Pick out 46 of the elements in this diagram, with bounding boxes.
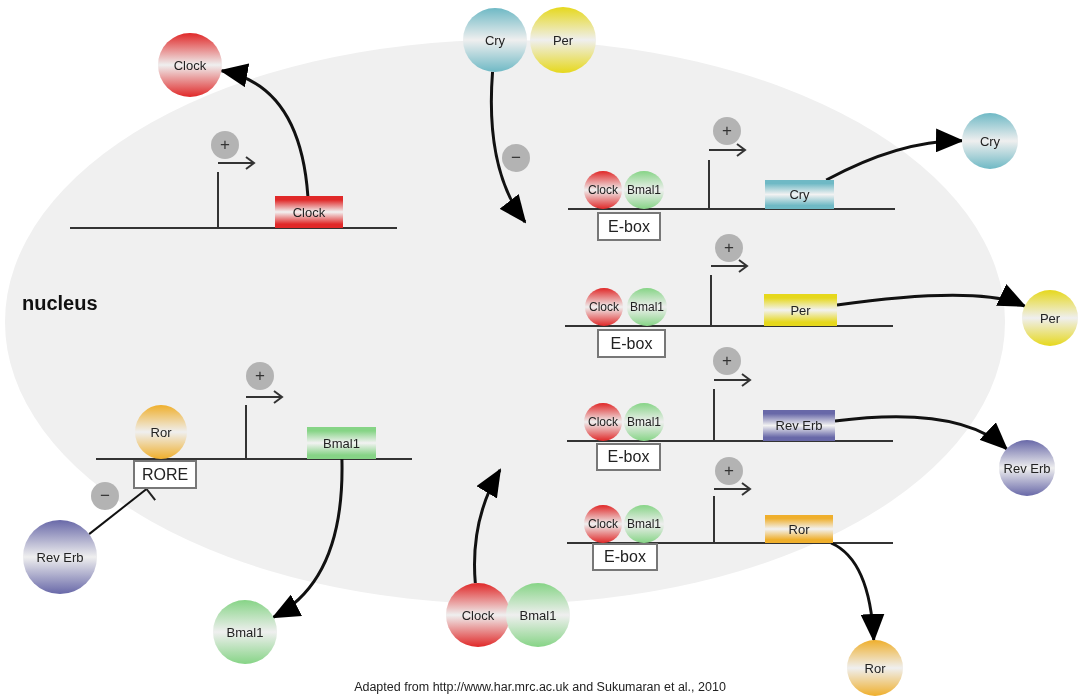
- compartment-label: nucleus: [22, 292, 98, 315]
- regulation-sign-circle: +: [713, 117, 741, 145]
- promoter-element-box: E-box: [592, 543, 658, 571]
- regulation-sign-circle: +: [715, 457, 743, 485]
- protein-circle: Cry: [463, 8, 527, 72]
- arrow: [473, 468, 502, 584]
- protein-circle: Ror: [847, 640, 903, 696]
- regulation-sign-circle: +: [715, 234, 743, 262]
- protein-circle: Bmal1: [627, 288, 667, 326]
- protein-circle: Clock: [584, 171, 622, 209]
- arrow: [825, 129, 964, 182]
- protein-circle: Bmal1: [624, 403, 664, 441]
- protein-circle: Bmal1: [624, 505, 664, 543]
- protein-circle: Cry: [962, 113, 1018, 169]
- arrow: [830, 541, 884, 643]
- gene-box: Clock: [275, 196, 343, 228]
- regulation-sign-circle: +: [246, 362, 274, 390]
- arrow: [489, 71, 527, 224]
- gene-box: Cry: [765, 180, 834, 209]
- regulation-sign-circle: +: [211, 131, 239, 159]
- protein-circle: Ror: [135, 405, 187, 459]
- protein-circle: Clock: [158, 33, 222, 97]
- regulation-sign-circle: −: [502, 144, 530, 172]
- gene-box: Bmal1: [307, 427, 376, 459]
- protein-circle: Bmal1: [506, 583, 570, 647]
- promoter-element-box: E-box: [596, 443, 661, 471]
- protein-circle: Clock: [584, 403, 622, 441]
- protein-circle: Clock: [585, 288, 623, 326]
- arrow: [271, 459, 344, 619]
- protein-circle: Bmal1: [624, 171, 664, 209]
- protein-circle: Rev Erb: [999, 440, 1055, 496]
- protein-circle: Per: [1022, 290, 1078, 346]
- protein-circle: Per: [530, 7, 596, 73]
- promoter-element-box: E-box: [597, 329, 666, 358]
- promoter-element-box: RORE: [133, 460, 197, 489]
- protein-circle: Clock: [584, 505, 622, 543]
- gene-box: Rev Erb: [763, 410, 835, 441]
- arrow: [836, 285, 1027, 308]
- gene-box: Per: [764, 294, 837, 326]
- promoter-element-box: E-box: [597, 212, 661, 241]
- arrow: [834, 415, 1009, 451]
- protein-circle: Bmal1: [213, 600, 277, 664]
- regulation-sign-circle: +: [713, 347, 741, 375]
- arrow: [219, 65, 310, 197]
- source-caption: Adapted from http://www.har.mrc.ac.uk and Sukumaran et al., 2010: [354, 680, 726, 694]
- gene-box: Ror: [765, 515, 833, 543]
